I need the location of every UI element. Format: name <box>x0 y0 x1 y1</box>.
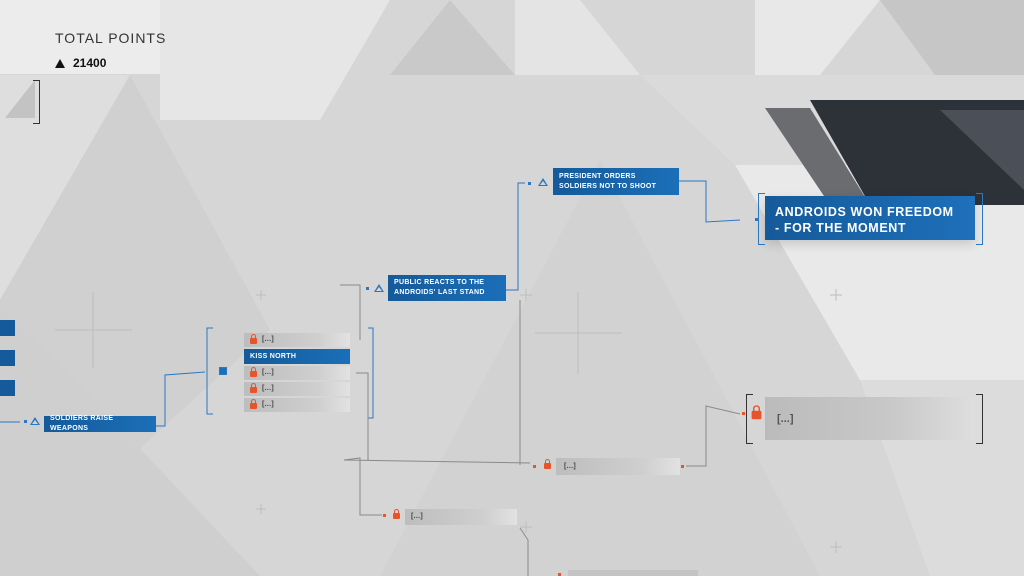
node-label-line1: PUBLIC REACTS TO THE <box>394 279 485 286</box>
connector-dot <box>366 287 369 290</box>
connector-dot <box>383 514 386 517</box>
lock-icon <box>250 383 257 393</box>
node-public-reacts[interactable]: PUBLIC REACTS TO THE ANDROIDS' LAST STAN… <box>388 275 506 301</box>
triangle-icon <box>55 58 65 68</box>
ending-locked[interactable]: [...] <box>765 397 975 440</box>
lock-icon <box>250 399 257 409</box>
node-soldiers-raise-weapons[interactable]: SOLDIERS RAISE WEAPONS <box>44 415 156 432</box>
triangle-icon <box>30 417 40 425</box>
node-label: [...] <box>262 401 274 408</box>
bracket-ending-left <box>758 193 765 245</box>
connector-dot <box>558 573 561 576</box>
connector-dot <box>528 182 531 185</box>
connector-dot <box>533 465 536 468</box>
triangle-icon <box>538 178 548 186</box>
lock-icon <box>751 405 762 420</box>
node-locked-1[interactable]: [...] <box>244 333 350 347</box>
lock-icon <box>250 367 257 377</box>
branch-icon <box>219 367 227 375</box>
side-node-2[interactable] <box>0 350 15 366</box>
node-locked-3[interactable]: [...] <box>244 382 350 396</box>
bracket-locked-left <box>746 394 753 444</box>
node-locked-mid[interactable]: [...] <box>556 458 680 475</box>
connector-dot <box>24 420 27 423</box>
node-kiss-north[interactable]: KISS NORTH <box>244 349 350 364</box>
bracket-locked-right <box>976 394 983 444</box>
lock-icon <box>250 334 257 344</box>
total-points-title: TOTAL POINTS <box>55 30 167 46</box>
points-value: 21400 <box>73 56 107 70</box>
node-label: [...] <box>262 369 274 376</box>
ending-androids-won-freedom[interactable]: ANDROIDS WON FREEDOM - FOR THE MOMENT <box>765 196 975 240</box>
side-node-1[interactable] <box>0 320 15 336</box>
node-president-orders[interactable]: PRESIDENT ORDERS SOLDIERS NOT TO SHOOT <box>553 168 679 195</box>
bracket-topleft <box>33 80 40 124</box>
node-label-line1: PRESIDENT ORDERS <box>559 172 636 180</box>
header-panel <box>0 0 160 74</box>
ending-title-line2: - FOR THE MOMENT <box>775 221 907 235</box>
node-partial-bottom[interactable] <box>568 570 698 576</box>
connector-dot <box>742 412 745 415</box>
node-locked-low[interactable]: [...] <box>405 509 517 525</box>
triangle-icon <box>374 284 384 292</box>
connector-dot <box>755 218 758 221</box>
side-node-3[interactable] <box>0 380 15 396</box>
node-label: [...] <box>262 385 274 392</box>
node-label: [...] <box>564 462 576 470</box>
node-label-line2: ANDROIDS' LAST STAND <box>394 289 485 296</box>
node-locked-4[interactable]: [...] <box>244 398 350 412</box>
lock-icon <box>393 509 400 519</box>
node-locked-2[interactable]: [...] <box>244 366 350 380</box>
connector-dot <box>681 465 684 468</box>
bracket-ending-right <box>976 193 983 245</box>
node-label: [...] <box>411 513 423 520</box>
points-row: 21400 <box>55 56 106 70</box>
ending-title-line1: ANDROIDS WON FREEDOM <box>775 205 954 219</box>
node-label-line2: SOLDIERS NOT TO SHOOT <box>559 182 657 190</box>
node-label: [...] <box>262 336 274 343</box>
lock-icon <box>544 459 551 469</box>
